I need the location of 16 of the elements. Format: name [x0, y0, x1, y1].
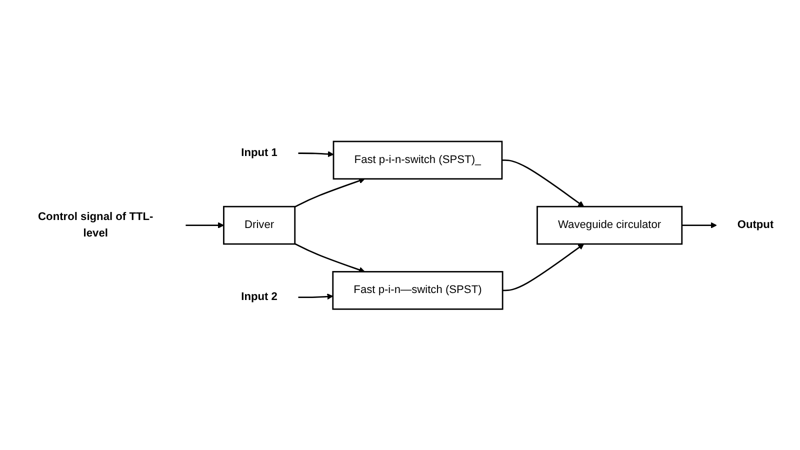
node-box: Waveguide circulator	[536, 206, 683, 244]
arrow	[186, 222, 224, 228]
node-text: Input 2	[241, 290, 278, 303]
arrow	[502, 159, 584, 207]
arrow	[298, 150, 334, 157]
node-text: Input 1	[241, 146, 278, 158]
arrow	[294, 178, 365, 208]
node-box: Fast p-i-n-switch (SPST)_	[332, 140, 503, 180]
node-box: Driver	[223, 206, 296, 244]
node-text: Output	[737, 218, 774, 231]
arrow	[682, 222, 717, 228]
arrow	[502, 243, 584, 291]
arrow	[294, 242, 365, 272]
arrow	[298, 293, 334, 300]
node-box: Fast p-i-n—switch (SPST)	[332, 270, 504, 310]
node-text: Control signal of TTL-level	[38, 210, 154, 239]
